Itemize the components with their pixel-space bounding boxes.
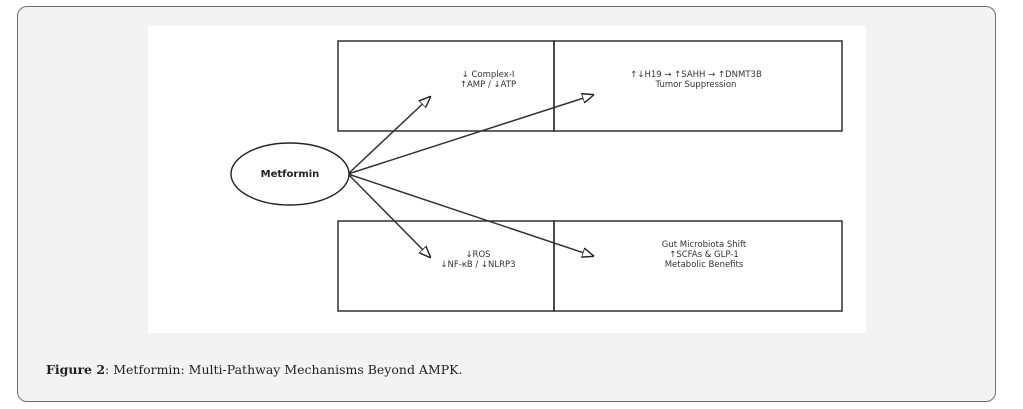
diagram-figure: Metformin ↓ Complex-I ↑AMP / ↓ATP ↑↓H19 … [148,26,866,333]
ros-line-1: ↓ROS [465,250,490,260]
caption-label: Figure 2 [46,362,106,377]
ros-line-2: ↓NF-κB / ↓NLRP3 [440,260,515,270]
metformin-label: Metformin [261,169,320,180]
arrow-to-h19 [347,95,593,175]
h19-line-2: Tumor Suppression [655,80,737,90]
complex1-line-1: ↓ Complex-I [462,70,515,80]
caption-text: : Metformin: Multi-Pathway Mechanisms Be… [105,362,463,377]
complex1-line-2: ↑AMP / ↓ATP [460,80,516,90]
box-microbiota [553,220,843,312]
box-h19 [553,40,843,132]
metformin-node [230,142,350,206]
microbiota-line-1: Gut Microbiota Shift [662,240,747,250]
h19-line-1: ↑↓H19 → ↑SAHH → ↑DNMT3B [630,70,762,80]
arrow-to-ros [347,173,430,257]
arrow-to-microbiota [347,173,593,256]
diagram-canvas: Metformin ↓ Complex-I ↑AMP / ↓ATP ↑↓H19 … [230,40,843,312]
arrow-to-complex1 [347,97,430,175]
figure-caption: Figure 2: Metformin: Multi-Pathway Mecha… [46,362,462,377]
microbiota-line-2: ↑SCFAs & GLP-1 [669,250,739,260]
microbiota-line-3: Metabolic Benefits [665,260,744,270]
